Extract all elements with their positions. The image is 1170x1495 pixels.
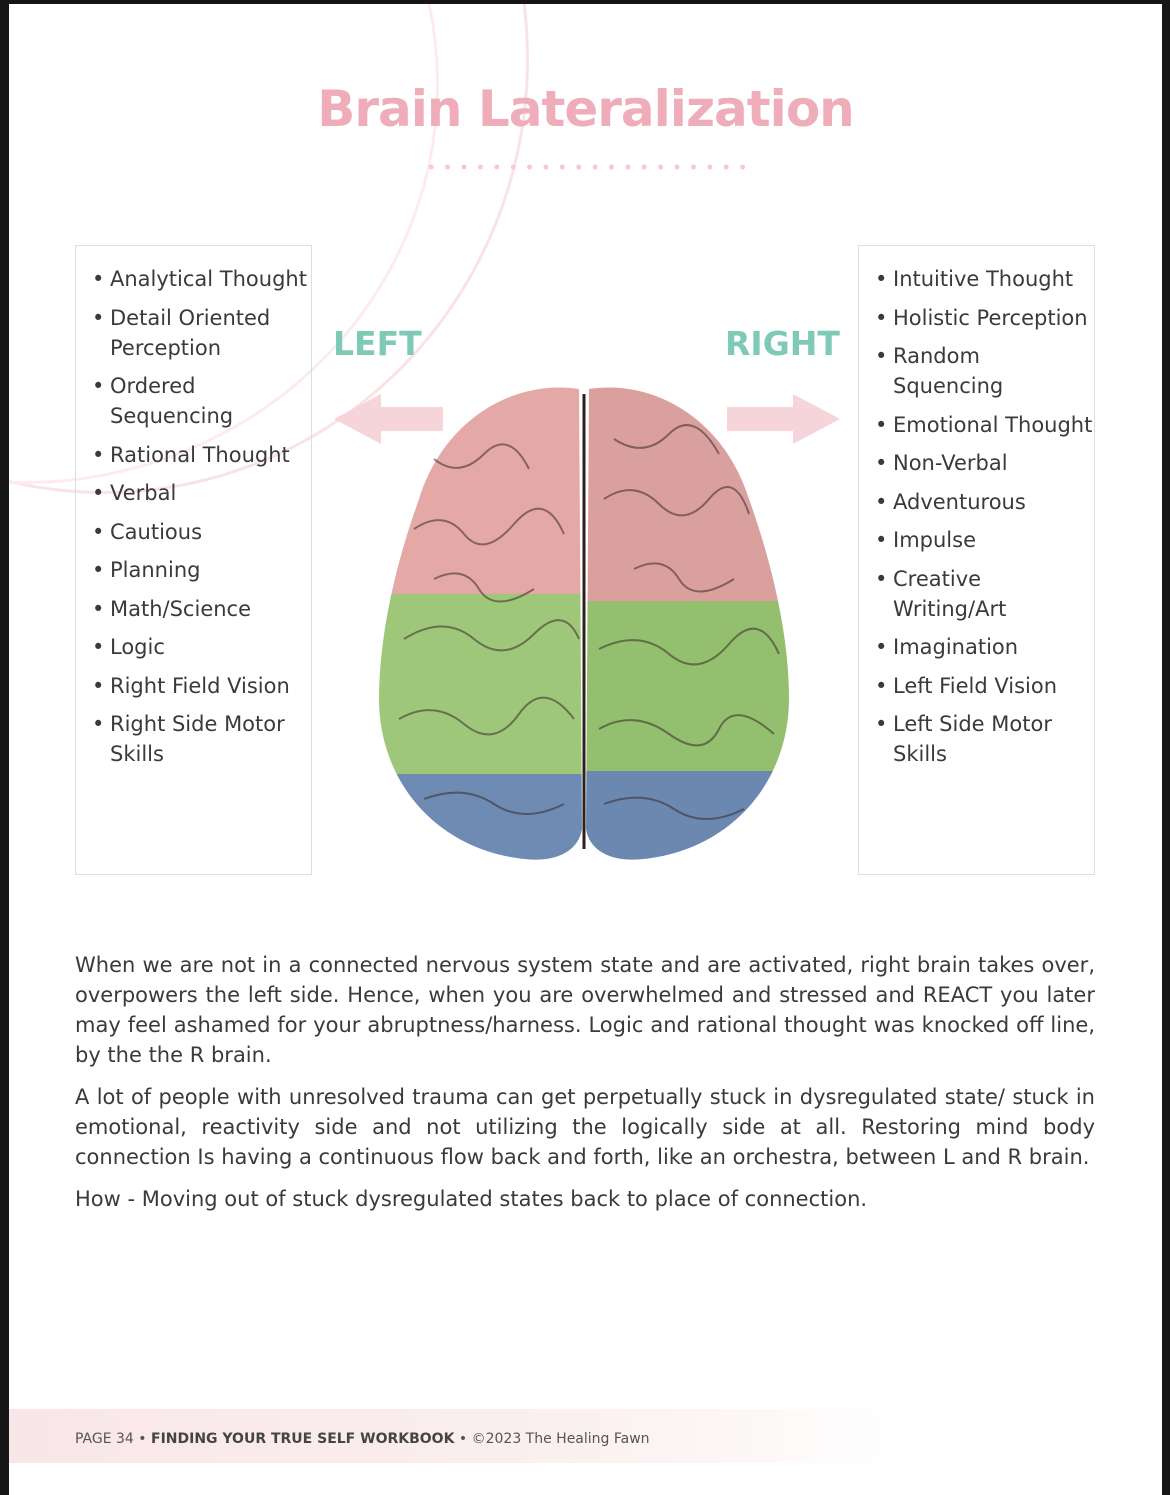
list-item: Random Squencing (875, 341, 1094, 401)
page-title: Brain Lateralization (317, 80, 855, 138)
separator: • (454, 1431, 472, 1447)
page-number: PAGE 34 (75, 1431, 134, 1447)
list-item: Left Side Motor Skills (875, 709, 1094, 769)
document-page: Brain Lateralization Analytical ThoughtD… (9, 4, 1162, 1495)
list-item: Planning (92, 555, 311, 585)
list-item: Imagination (875, 632, 1094, 662)
right-arrow-icon (727, 394, 840, 444)
list-item: Cautious (92, 517, 311, 547)
list-item: Ordered Sequencing (92, 371, 311, 431)
list-item: Impulse (875, 525, 1094, 555)
paragraph: When we are not in a connected nervous s… (75, 953, 1095, 1067)
paragraph: How - Moving out of stuck dysregulated s… (75, 1187, 868, 1211)
left-arrow-icon (334, 394, 443, 444)
list-item: Right Field Vision (92, 671, 311, 701)
brain-illustration (379, 387, 789, 860)
book-title: FINDING YOUR TRUE SELF WORKBOOK (151, 1431, 455, 1447)
left-label: LEFT (333, 324, 422, 363)
list-item: Creative Writing/Art (875, 564, 1094, 624)
dotted-divider (423, 164, 753, 170)
copyright: ©2023 The Healing Fawn (471, 1431, 650, 1447)
right-label: RIGHT (725, 324, 840, 363)
list-item: Detail Oriented Perception (92, 303, 311, 363)
separator: • (133, 1431, 152, 1447)
page-footer: PAGE 34 • FINDING YOUR TRUE SELF WORKBOO… (9, 1409, 909, 1463)
left-brain-list: Analytical ThoughtDetail Oriented Percep… (75, 245, 312, 875)
list-item: Holistic Perception (875, 303, 1094, 333)
list-item: Emotional Thought (875, 410, 1094, 440)
list-item: Adventurous (875, 487, 1094, 517)
list-item: Left Field Vision (875, 671, 1094, 701)
list-item: Verbal (92, 478, 311, 508)
list-item: Math/Science (92, 594, 311, 624)
paragraph: A lot of people with unresolved trauma c… (75, 1085, 1095, 1169)
list-item: Non-Verbal (875, 448, 1094, 478)
list-item: Logic (92, 632, 311, 662)
body-text: When we are not in a connected nervous s… (75, 950, 1095, 1226)
list-item: Analytical Thought (92, 264, 311, 294)
list-item: Right Side Motor Skills (92, 709, 311, 769)
right-brain-list: Intuitive ThoughtHolistic PerceptionRand… (858, 245, 1095, 875)
list-item: Rational Thought (92, 440, 311, 470)
list-item: Intuitive Thought (875, 264, 1094, 294)
